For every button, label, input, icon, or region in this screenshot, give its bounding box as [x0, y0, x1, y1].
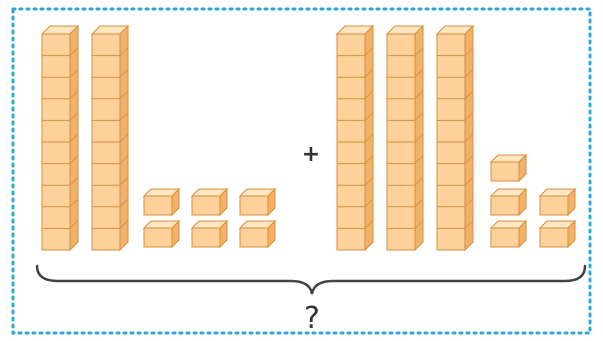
unit-cube: [238, 219, 277, 249]
left-addend-group: [40, 24, 277, 252]
plus-sign: +: [302, 142, 320, 167]
unit-cube: [538, 187, 577, 217]
ten-rod: [335, 24, 375, 252]
ten-rod: [40, 24, 80, 252]
unit-cube: [538, 219, 577, 249]
ten-rod: [90, 24, 130, 252]
unit-cube: [489, 187, 528, 217]
ten-rod: [435, 24, 475, 252]
unit-cube: [238, 187, 277, 217]
curly-brace: [35, 264, 587, 295]
ten-rod: [385, 24, 425, 252]
unit-cube: [142, 219, 181, 249]
unit-cube: [142, 187, 181, 217]
dotted-frame: [11, 7, 592, 335]
unit-cube: [190, 219, 229, 249]
question-mark: ?: [304, 301, 320, 336]
unit-cube: [489, 219, 528, 249]
unit-cube: [489, 153, 528, 183]
unit-cube: [190, 187, 229, 217]
right-addend-group: [335, 24, 577, 252]
